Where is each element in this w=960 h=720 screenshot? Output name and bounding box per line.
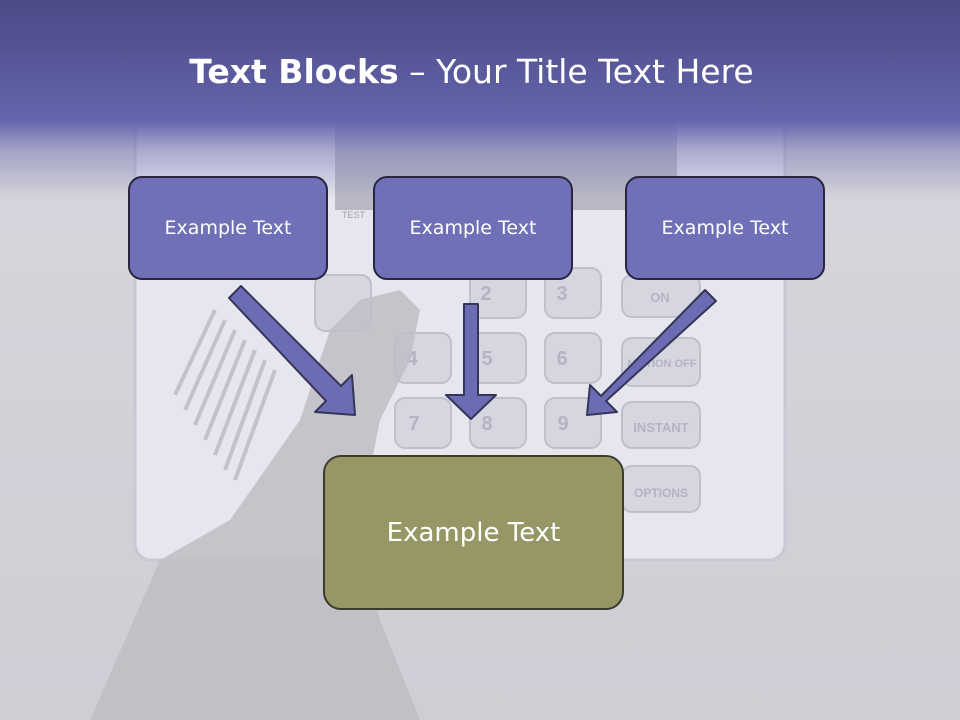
svg-text:2: 2 — [480, 283, 491, 305]
result-text-block[interactable]: Example Text — [323, 455, 624, 610]
title-rest-text: Your Title Text Here — [436, 52, 754, 91]
svg-text:INSTANT: INSTANT — [633, 420, 688, 435]
result-text-block-label: Example Text — [386, 517, 561, 548]
text-block-right-label: Example Text — [661, 217, 789, 239]
text-block-left[interactable]: Example Text — [128, 176, 328, 280]
svg-text:9: 9 — [557, 413, 568, 435]
svg-text:7: 7 — [408, 413, 419, 435]
text-block-left-label: Example Text — [164, 217, 292, 239]
title-bold-text: Text Blocks — [189, 52, 399, 91]
text-block-middle[interactable]: Example Text — [373, 176, 573, 280]
svg-text:ON: ON — [650, 290, 670, 305]
svg-text:MOTION OFF: MOTION OFF — [627, 358, 696, 370]
svg-text:8: 8 — [481, 413, 492, 435]
keypad-top-label: TEST — [342, 210, 366, 220]
text-block-middle-label: Example Text — [409, 217, 537, 239]
svg-text:OPTIONS: OPTIONS — [634, 486, 688, 500]
svg-text:3: 3 — [556, 283, 567, 305]
slide-title: Text Blocks – Your Title Text Here — [0, 52, 943, 91]
title-separator: – — [398, 52, 437, 91]
title-band — [0, 0, 960, 200]
svg-text:6: 6 — [556, 348, 567, 370]
text-block-right[interactable]: Example Text — [625, 176, 825, 280]
svg-text:5: 5 — [481, 348, 492, 370]
